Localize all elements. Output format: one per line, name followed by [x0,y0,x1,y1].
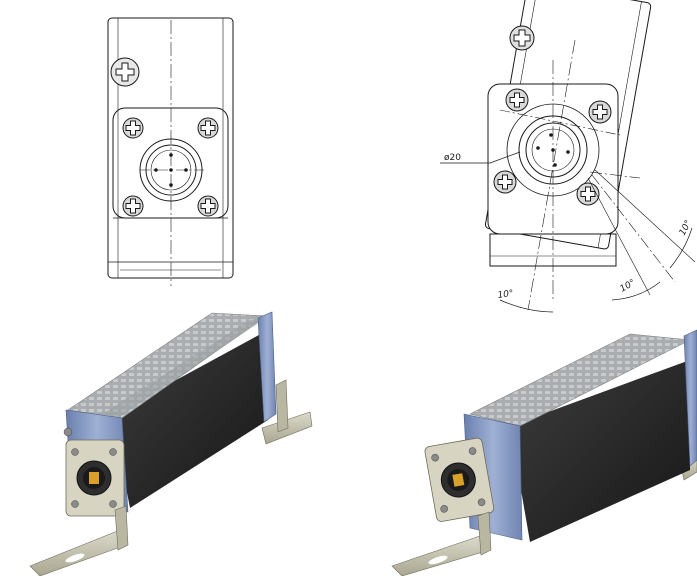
diameter-label: ø20 [444,153,461,163]
front-view-drawing [107,17,234,286]
rear-end-cap-tilted [683,329,697,467]
front-bracket-tilted [391,535,487,576]
housing-outline [107,17,234,279]
angle-label-1: 10° [497,289,514,301]
angle-label-2: 10° [619,278,638,295]
tilted-mount-render [391,329,697,576]
device-body-tilted [510,360,690,542]
front-bracket [29,529,127,576]
flange-screws [122,117,219,217]
straight-mount-render [29,311,313,576]
rear-end-cap [257,311,277,423]
tilted-screws [493,25,612,206]
tilted-view-drawing [440,0,696,313]
device-body [112,330,268,508]
